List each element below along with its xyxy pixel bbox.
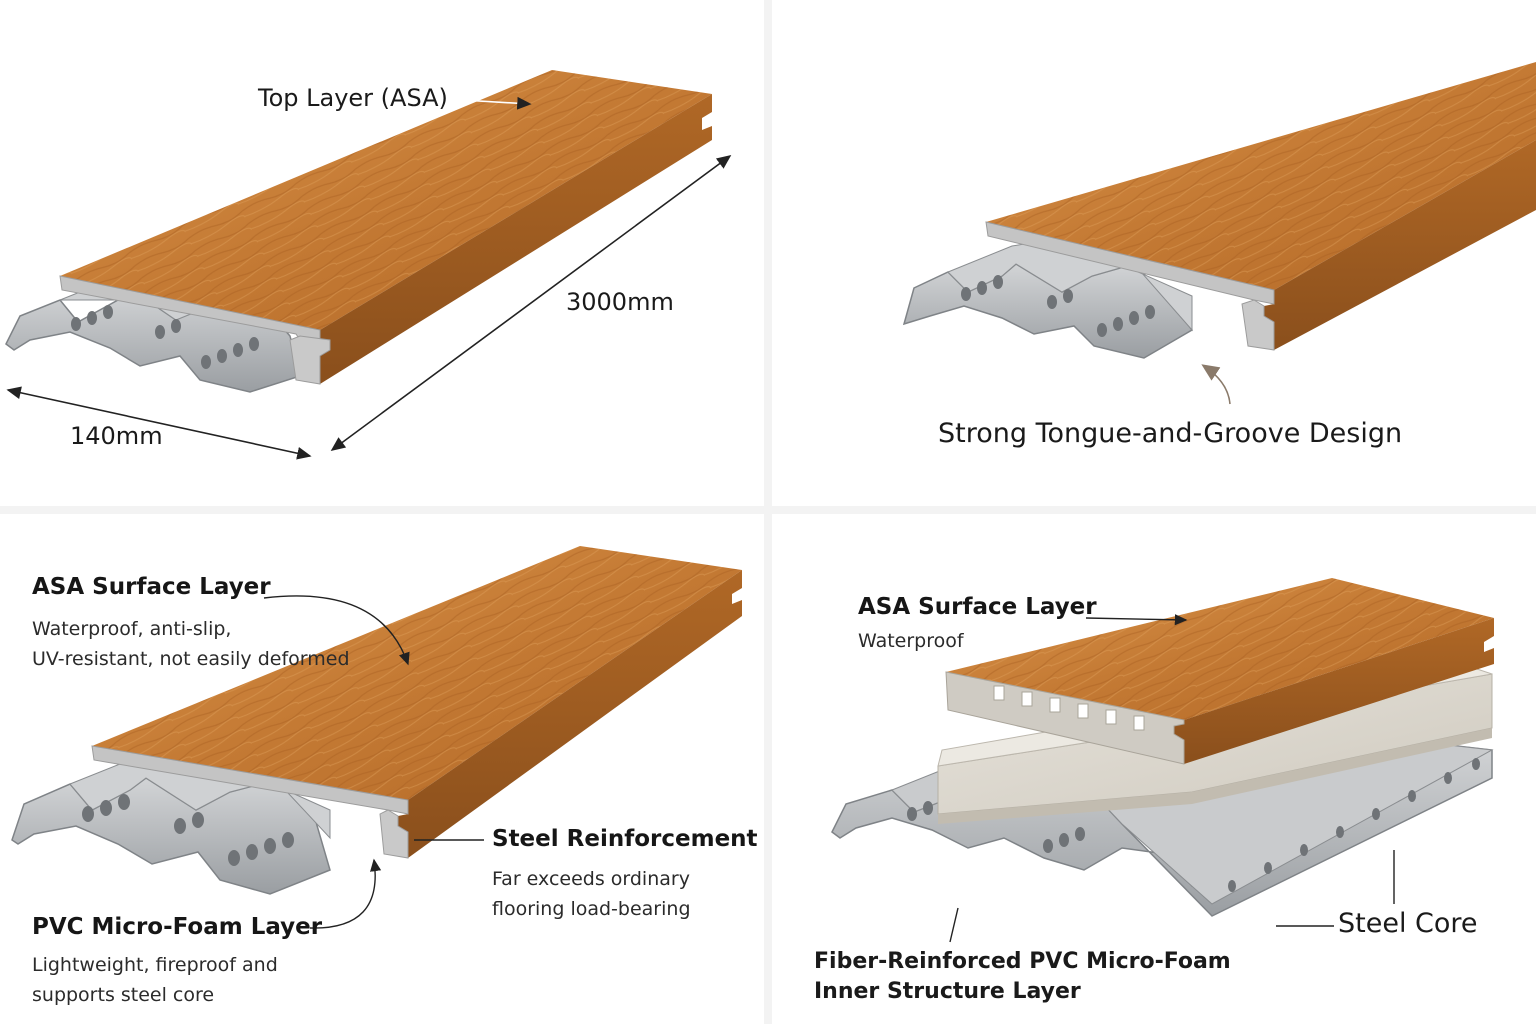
width-dimension-arrow (6, 386, 312, 460)
fiber-line1: Fiber-Reinforced PVC Micro-Foam (814, 949, 1231, 974)
panel-exploded-layers: ASA Surface Layer Waterproof Steel Core … (772, 514, 1536, 1024)
asa-desc: Waterproof (858, 630, 964, 652)
pvc-title: PVC Micro-Foam Layer (32, 914, 323, 940)
width-label: 140mm (70, 422, 163, 450)
steel-core-graphic (11, 747, 331, 895)
tongue-groove-caption: Strong Tongue-and-Groove Design (938, 418, 1403, 449)
asa-pointer (1085, 614, 1188, 626)
tongue-groove-illustration (902, 62, 1536, 405)
panel-tongue-groove: Strong Tongue-and-Groove Design (772, 0, 1536, 506)
steel-desc-line1: Far exceeds ordinary (492, 868, 690, 890)
wood-board-graphic (985, 62, 1536, 351)
asa-pointer (263, 595, 410, 666)
panel-dimensions: Top Layer (ASA) 3000mm 140mm (0, 0, 764, 506)
asa-title: ASA Surface Layer (858, 594, 1097, 620)
pvc-desc-line1: Lightweight, fireproof and (32, 954, 278, 976)
pvc-pointer (309, 858, 382, 929)
layer-functions-illustration (11, 546, 742, 929)
exploded-layers-illustration (831, 578, 1494, 943)
asa-surface-layer-graphic (945, 578, 1494, 765)
length-label: 3000mm (566, 288, 674, 316)
asa-title: ASA Surface Layer (32, 574, 271, 600)
asa-desc-line1: Waterproof, anti-slip, (32, 618, 232, 640)
top-layer-label: Top Layer (ASA) (258, 84, 448, 112)
wood-board-graphic (91, 546, 742, 859)
fiber-pointer (949, 907, 959, 943)
steel-desc-line2: flooring load-bearing (492, 898, 691, 920)
steel-core-label: Steel Core (1338, 908, 1478, 939)
panel-layer-functions: ASA Surface Layer Waterproof, anti-slip,… (0, 514, 764, 1024)
decking-board-illustration (5, 70, 732, 460)
length-dimension-arrow (330, 155, 732, 451)
steel-core-graphic (902, 237, 1194, 359)
steel-title: Steel Reinforcement (492, 826, 758, 852)
pvc-desc-line2: supports steel core (32, 984, 215, 1006)
fiber-line2: Inner Structure Layer (814, 979, 1081, 1004)
top-layer-pointer (461, 96, 532, 110)
asa-desc-line2: UV-resistant, not easily deformed (32, 648, 350, 670)
tongue-groove-pointer (1201, 364, 1231, 405)
